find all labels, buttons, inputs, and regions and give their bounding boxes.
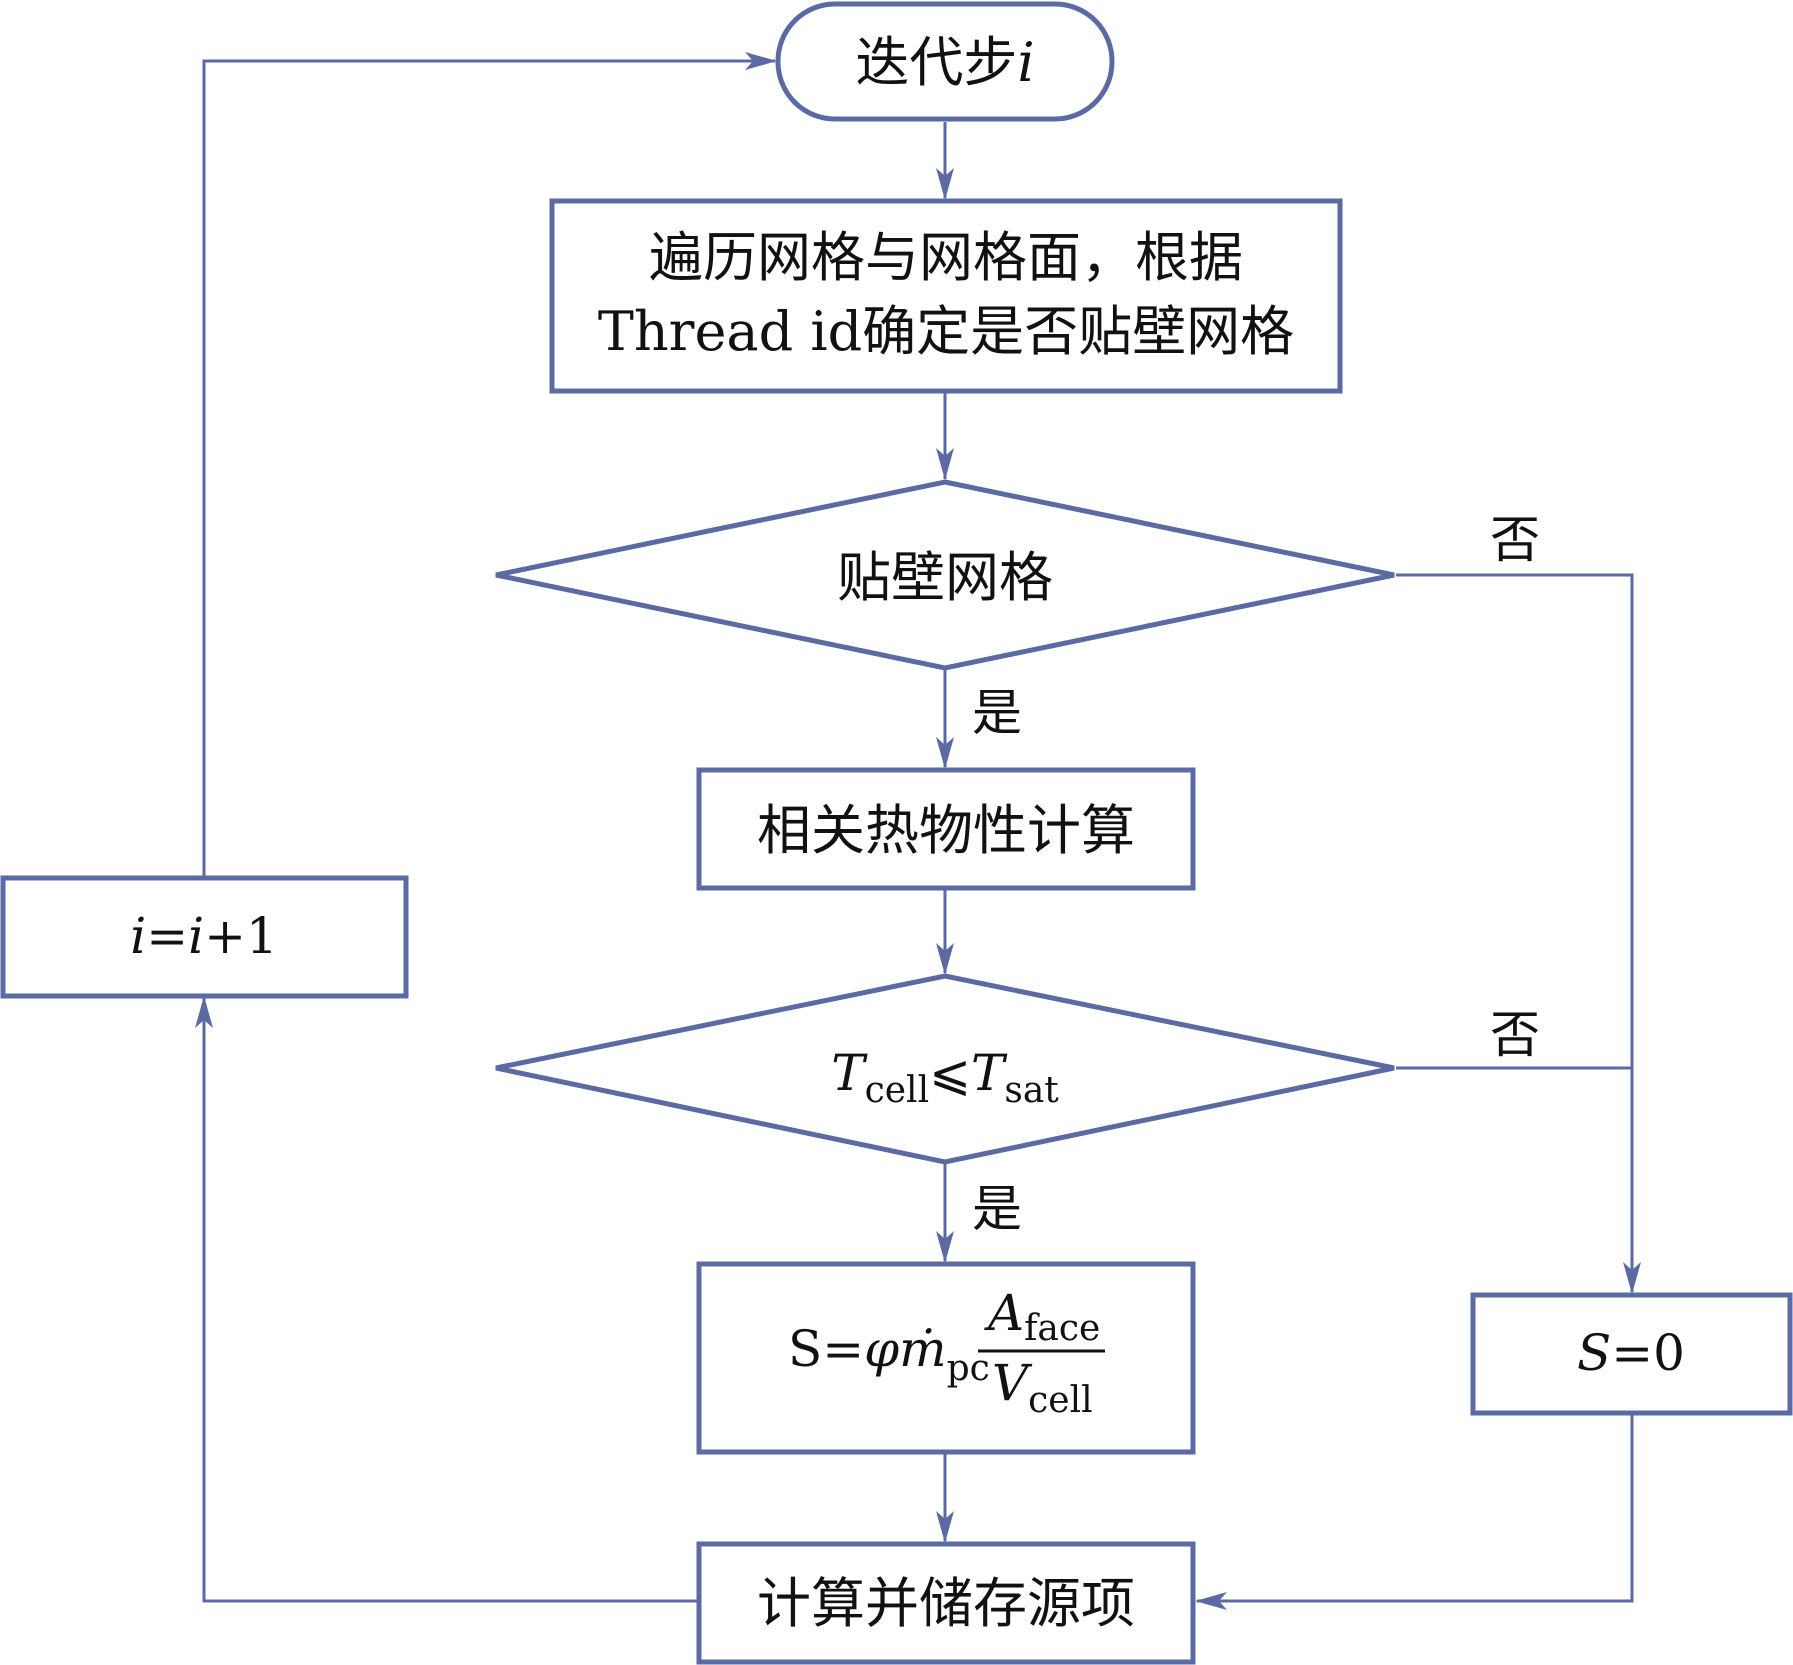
formula-mdot: ṁ — [899, 1320, 946, 1378]
node-decision-wall[interactable]: 贴壁网格 — [495, 479, 1395, 671]
node-increment[interactable]: i=i+1 — [0, 875, 409, 999]
zero-source-label: S=0 — [1577, 1324, 1685, 1382]
inc-eq: = — [146, 907, 188, 965]
node-store[interactable]: 计算并储存源项 — [696, 1541, 1196, 1665]
arrowhead-icon — [936, 737, 954, 769]
edge-label-wall-no: 否 — [1490, 511, 1540, 569]
formula-numerator: Aface — [984, 1284, 1100, 1349]
edge-store-to-increment — [202, 998, 699, 1603]
formula-denominator: Vcell — [992, 1354, 1093, 1421]
edge-label-temp-yes: 是 — [972, 1180, 1022, 1238]
node-zero-source[interactable]: S=0 — [1470, 1292, 1793, 1416]
traverse-line2: Thread id确定是否贴壁网格 — [598, 300, 1294, 363]
formula-sub-pc: pc — [947, 1348, 990, 1389]
arrowhead-icon — [936, 1231, 954, 1263]
formula-S: S= — [788, 1320, 864, 1378]
temp-sub-sat: sat — [1004, 1070, 1059, 1111]
temp-sub-cell: cell — [865, 1070, 930, 1111]
arrowhead-icon — [1195, 1592, 1227, 1610]
decision-temp-label: Tcell⩽Tsat — [831, 1044, 1059, 1111]
temp-T-sat: T — [971, 1044, 1008, 1102]
decision-wall-label: 贴壁网格 — [837, 546, 1053, 609]
formula-V: V — [992, 1354, 1033, 1412]
arrowhead-icon — [745, 52, 777, 70]
start-label: 迭代步 — [855, 31, 1017, 94]
node-source-formula[interactable]: S=φṁpc Aface Vcell — [696, 1261, 1196, 1455]
start-variable: i — [1017, 31, 1034, 94]
arrowhead-icon — [1623, 1262, 1641, 1294]
formula-sub-cell: cell — [1028, 1380, 1093, 1421]
arrowhead-icon — [936, 1511, 954, 1543]
formula-A: A — [984, 1284, 1024, 1342]
store-label: 计算并储存源项 — [757, 1572, 1135, 1635]
zero-rest: =0 — [1611, 1324, 1685, 1382]
node-props[interactable]: 相关热物性计算 — [696, 767, 1196, 891]
temp-operator: ⩽ — [929, 1044, 971, 1102]
formula-phi: φ — [864, 1320, 899, 1378]
edge-label-wall-yes: 是 — [972, 684, 1022, 742]
edge-decision-wall-no — [1396, 573, 1634, 1292]
arrowhead-icon — [936, 168, 954, 200]
svg-text:迭代步i: 迭代步i — [855, 31, 1034, 94]
inc-i2: i — [188, 907, 204, 965]
edge-label-temp-no: 否 — [1490, 1006, 1540, 1064]
node-start[interactable]: 迭代步i — [775, 1, 1115, 122]
formula-sub-face: face — [1024, 1308, 1100, 1349]
arrowhead-icon — [936, 943, 954, 975]
temp-T-cell: T — [831, 1044, 868, 1102]
inc-rest: +1 — [204, 907, 278, 965]
increment-label: i=i+1 — [130, 907, 278, 965]
edge-increment-to-start — [202, 59, 775, 877]
edge-zero-to-store — [1197, 1414, 1634, 1603]
node-decision-temp[interactable]: Tcell⩽Tsat — [495, 973, 1395, 1165]
zero-S: S — [1577, 1324, 1611, 1382]
arrowhead-icon — [936, 448, 954, 480]
props-label: 相关热物性计算 — [757, 799, 1135, 862]
node-traverse[interactable]: 遍历网格与网格面，根据 Thread id确定是否贴壁网格 — [549, 198, 1343, 394]
inc-i1: i — [130, 907, 146, 965]
arrowhead-icon — [195, 996, 213, 1028]
formula-left: S=φṁpc — [788, 1320, 990, 1389]
traverse-line1: 遍历网格与网格面，根据 — [649, 226, 1243, 289]
